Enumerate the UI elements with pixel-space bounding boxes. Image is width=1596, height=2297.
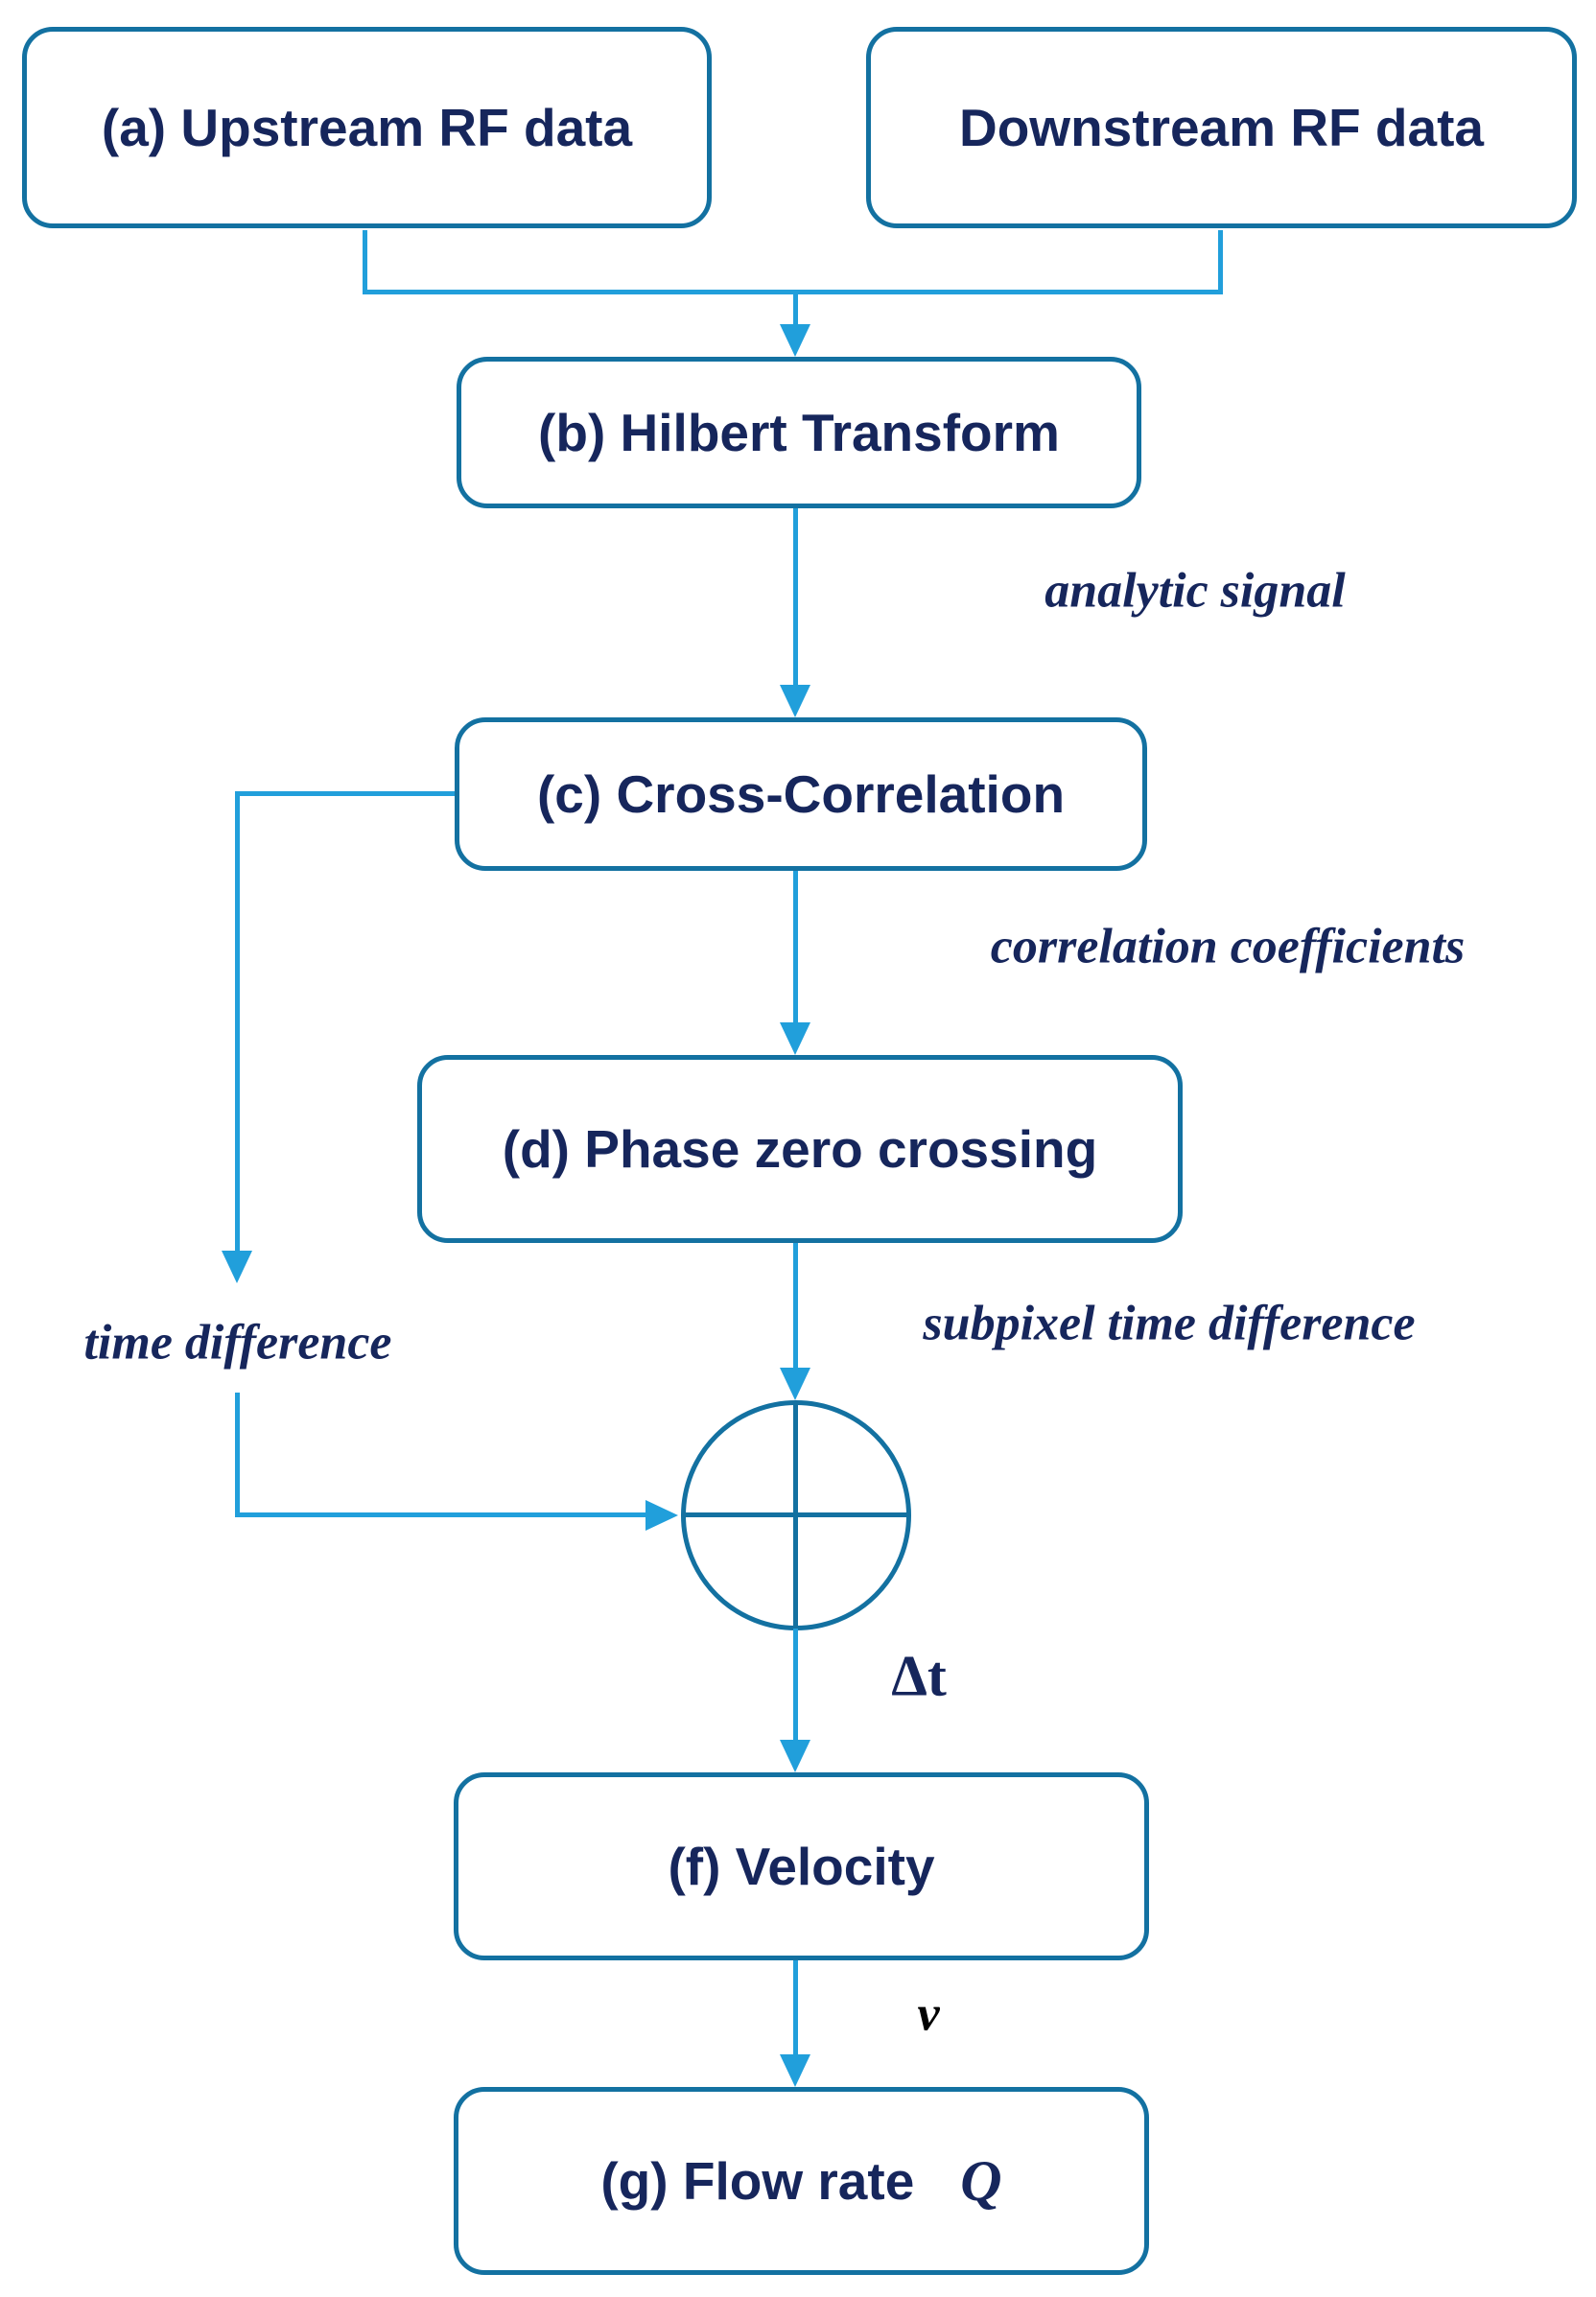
node-upstream-rf-data: (a) Upstream RF data <box>22 27 712 228</box>
summing-junction-circle <box>681 1400 911 1630</box>
edge-label-analytic-signal: analytic signal <box>1044 563 1346 619</box>
node-velocity: (f) Velocity <box>454 1772 1149 1960</box>
arrowhead-into-summer-left-icon <box>645 1500 678 1531</box>
connector-branch-vertical-upper <box>235 791 240 1253</box>
edge-label-subpixel-time-difference: subpixel time difference <box>923 1296 1416 1351</box>
connector-merge-line <box>363 290 1223 294</box>
edge-label-delta-t: Δt <box>891 1644 947 1708</box>
node-crosscorr-label: (c) Cross-Correlation <box>536 764 1066 824</box>
arrowhead-into-hilbert-icon <box>780 324 810 357</box>
edge-label-time-difference: time difference <box>83 1315 392 1371</box>
arrowhead-into-flowrate-icon <box>780 2054 810 2087</box>
connector-merge-to-hilbert <box>793 292 798 328</box>
node-hilbert-transform: (b) Hilbert Transform <box>457 357 1141 508</box>
node-velocity-label: (f) Velocity <box>668 1837 935 1896</box>
edge-label-velocity-symbol: v <box>917 1986 940 2042</box>
arrowhead-into-velocity-icon <box>780 1740 810 1772</box>
arrowhead-into-summer-top-icon <box>780 1368 810 1400</box>
node-phase-label: (d) Phase zero crossing <box>502 1119 1098 1179</box>
connector-summer-to-velocity <box>793 1629 798 1742</box>
node-hilbert-label: (b) Hilbert Transform <box>538 403 1060 462</box>
connector-upstream-drop <box>363 230 367 292</box>
flowrate-q-symbol: Q <box>960 2148 1002 2213</box>
connector-branch-vertical-lower <box>235 1393 240 1517</box>
connector-branch-horizontal <box>237 791 455 796</box>
arrowhead-into-crosscorr-icon <box>780 685 810 717</box>
connector-branch-to-summer <box>235 1512 647 1517</box>
summing-junction-cross-horizontal <box>684 1512 908 1517</box>
node-flowrate-label: (g) Flow rate <box>600 2151 915 2211</box>
node-cross-correlation: (c) Cross-Correlation <box>455 717 1147 871</box>
connector-phase-to-summer <box>793 1243 798 1370</box>
connector-velocity-to-flowrate <box>793 1960 798 2056</box>
connector-hilbert-to-crosscorr <box>793 508 798 687</box>
connector-downstream-drop <box>1218 230 1223 292</box>
connector-crosscorr-to-phase <box>793 871 798 1024</box>
node-downstream-label: Downstream RF data <box>958 98 1485 157</box>
node-flow-rate: (g) Flow rate Q <box>454 2087 1149 2275</box>
edge-label-correlation-coefficients: correlation coefficients <box>990 919 1466 974</box>
node-phase-zero-crossing: (d) Phase zero crossing <box>417 1055 1183 1243</box>
arrowhead-time-difference-icon <box>222 1251 252 1283</box>
arrowhead-into-phase-icon <box>780 1022 810 1055</box>
node-upstream-label: (a) Upstream RF data <box>101 98 633 157</box>
node-downstream-rf-data: Downstream RF data <box>866 27 1577 228</box>
